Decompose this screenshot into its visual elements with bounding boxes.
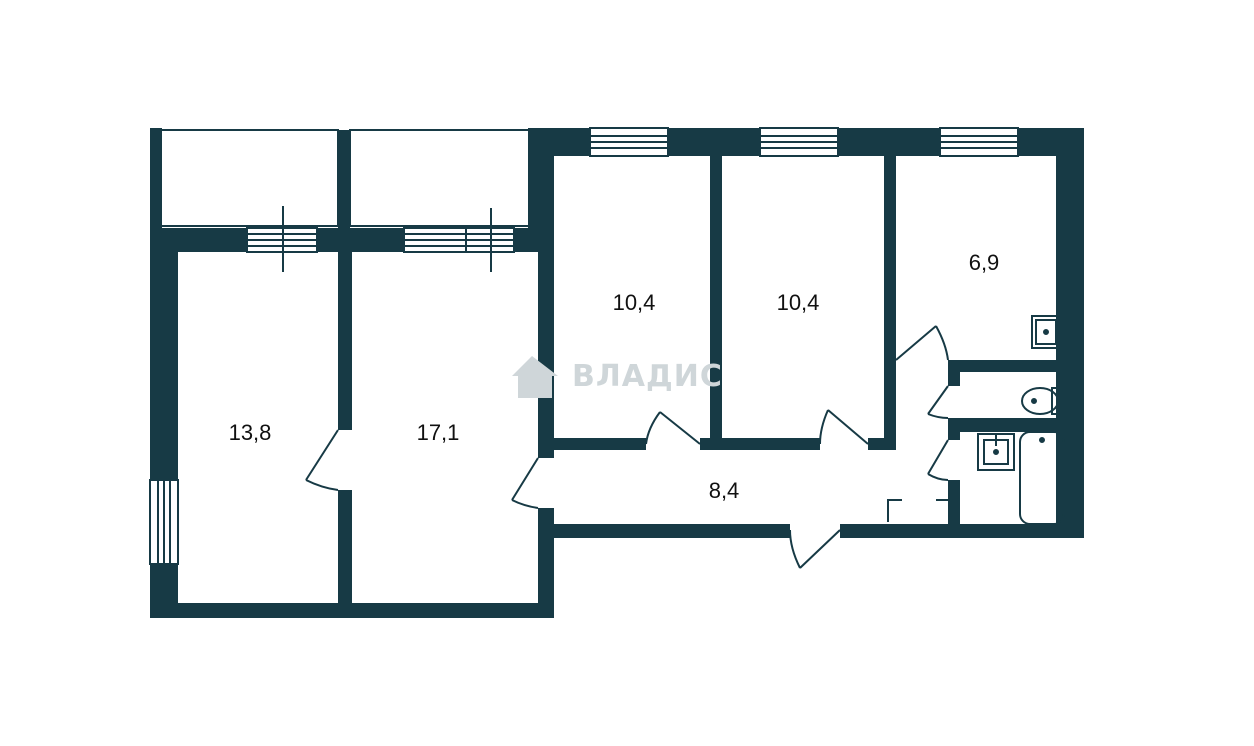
room-1-area: 13,8 — [229, 420, 272, 445]
door-entrance — [789, 529, 841, 569]
house-logo-icon — [512, 356, 558, 398]
doors — [305, 325, 949, 569]
balcony-left — [159, 129, 339, 227]
bathroom-sink-icon — [977, 433, 1015, 471]
door-room-1 — [305, 429, 339, 491]
window-room-1-balcony — [246, 206, 318, 272]
window-room-4 — [759, 127, 839, 157]
door-room-2 — [511, 457, 539, 509]
door-bathroom — [927, 439, 949, 481]
room-2-area: 17,1 — [417, 420, 460, 445]
toilet-icon — [1021, 387, 1065, 415]
watermark-text: ВЛАДИС — [572, 359, 723, 394]
window-room-2-balcony — [403, 208, 515, 272]
room-4-area: 10,4 — [777, 290, 820, 315]
window-room-3 — [589, 127, 669, 157]
kitchen-area: 6,9 — [969, 250, 1000, 275]
room-labels: 13,8 17,1 10,4 10,4 6,9 8,4 — [229, 250, 1000, 503]
window-room-1-side — [149, 479, 179, 565]
windows — [149, 127, 1019, 565]
kitchen-sink-icon — [1031, 315, 1065, 349]
balcony-right — [349, 129, 531, 227]
door-toilet — [927, 385, 949, 419]
door-room-4 — [819, 409, 869, 445]
window-kitchen — [939, 127, 1019, 157]
hallway-area: 8,4 — [709, 478, 740, 503]
door-kitchen — [895, 325, 949, 361]
closet-outline — [887, 499, 948, 522]
door-room-3 — [645, 411, 701, 445]
bathtub-icon — [1019, 431, 1065, 525]
watermark: ВЛАДИС — [512, 356, 723, 398]
room-3-area: 10,4 — [613, 290, 656, 315]
